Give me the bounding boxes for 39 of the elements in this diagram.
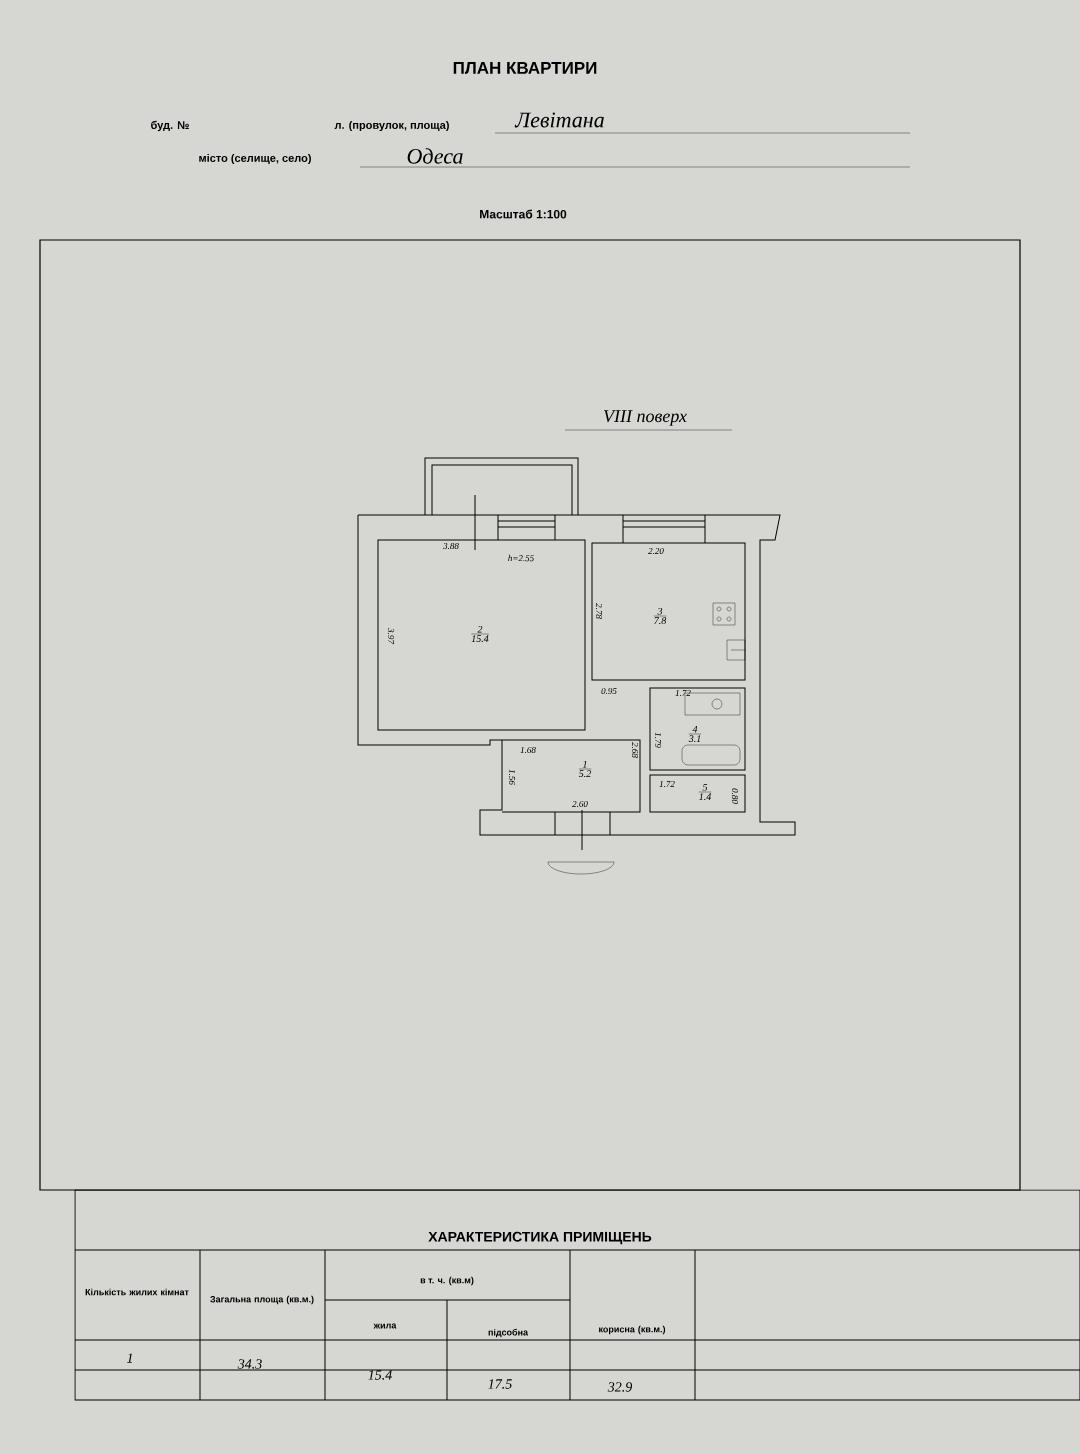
table-value: 1	[127, 1353, 132, 1363]
dimension-text: 1.68	[520, 746, 536, 754]
column-header: підсобна	[488, 1328, 529, 1338]
column-header: Загальна площа (кв.м.)	[210, 1295, 314, 1305]
dimension-text: 2.20	[648, 547, 664, 555]
room-label: 1 5.2	[578, 760, 592, 778]
handwritten-value: Левітана	[514, 112, 604, 128]
room-label: 4 3.1	[688, 725, 702, 743]
dimension-text: 1.72	[675, 689, 691, 697]
room-label: 2 15.4	[471, 625, 489, 643]
scale-text: Масштаб 1:100	[480, 209, 567, 219]
table-value: 15.4	[368, 1370, 392, 1380]
column-header: в т. ч. (кв.м)	[420, 1276, 474, 1286]
floor-label: VIII поверх	[604, 410, 687, 426]
dimension-text: h=2.55	[508, 554, 534, 562]
title: ПЛАН КВАРТИРИ	[453, 62, 597, 74]
column-header: корисна (кв.м.)	[599, 1325, 666, 1335]
column-header: жила	[373, 1323, 397, 1329]
field-label: л. (провулок, площа)	[334, 120, 449, 132]
dimension-text: 3.97	[387, 628, 395, 645]
room-label: 5 1.4	[698, 783, 712, 801]
dimension-text: 0.80	[731, 788, 739, 804]
room-label: 3 7.8	[653, 607, 667, 625]
dimension-text: 1.72	[659, 780, 675, 788]
table-value: 32.9	[607, 1382, 633, 1392]
dimension-text: 2.60	[572, 800, 588, 808]
field-label: буд. №	[151, 120, 189, 132]
dimension-text: 0.95	[601, 687, 617, 695]
dimension-text: 1.56	[508, 769, 516, 785]
table-value: 34.3	[237, 1359, 262, 1369]
table-value: 17.5	[488, 1379, 512, 1389]
column-header: Кількість жилих кімнат	[85, 1288, 189, 1296]
table-title: ХАРАКТЕРИСТИКА ПРИМІЩЕНЬ	[428, 1231, 652, 1245]
dimension-text: 2.68	[631, 742, 639, 758]
dimension-text: 3.88	[443, 542, 459, 550]
dimension-text: 1.79	[654, 732, 662, 748]
dimension-text: 2.78	[595, 603, 603, 619]
handwritten-value: Одеса	[407, 148, 463, 164]
field-label: місто (селище, село)	[199, 153, 311, 165]
